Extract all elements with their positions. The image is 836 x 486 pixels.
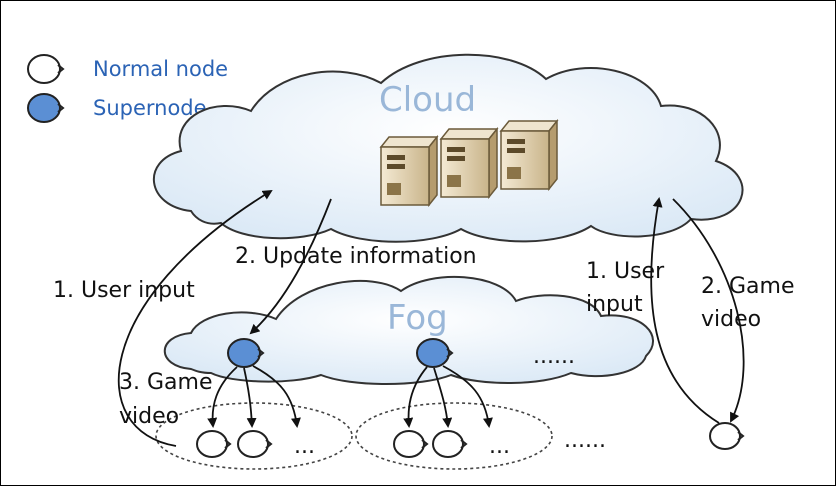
- game-video-arrow: [252, 365, 301, 428]
- legend: Normal node Supernode: [27, 54, 228, 123]
- cluster-more-ellipsis: ...: [294, 434, 315, 459]
- normal-node: [393, 430, 429, 458]
- normal-node: [237, 430, 273, 458]
- cluster-more-ellipsis: ...: [489, 434, 510, 459]
- label-game-video-right-line2: video: [701, 307, 761, 332]
- legend-normal-node-label: Normal node: [93, 57, 228, 81]
- supernode: [416, 338, 454, 368]
- normal-node: [432, 430, 468, 458]
- label-user-input-right-line1: 1. User: [586, 259, 665, 284]
- user-input-arrow-left: [118, 189, 273, 447]
- normal-node: [196, 430, 232, 458]
- label-update-information: 2. Update information: [235, 244, 477, 269]
- player-cluster: [355, 402, 553, 470]
- label-user-input-left: 1. User input: [53, 278, 195, 303]
- clusters-more-ellipsis: ......: [564, 428, 606, 453]
- game-video-arrow: [403, 366, 428, 428]
- normal-node: [709, 422, 745, 450]
- game-video-arrow: [442, 365, 493, 428]
- server-icon: [439, 126, 499, 200]
- player-cluster: [155, 402, 353, 470]
- user-input-arrow-right: [650, 197, 720, 424]
- game-video-arrow: [433, 367, 453, 428]
- label-game-video-left-line1: 3. Game: [119, 370, 212, 395]
- server-icon: [499, 118, 559, 192]
- label-game-video-left-line2: video: [119, 404, 179, 429]
- fog-title: Fog: [387, 298, 448, 338]
- legend-supernode-label: Supernode: [93, 96, 207, 120]
- game-video-arrow: [207, 366, 238, 428]
- game-video-arrow-right: [672, 198, 745, 423]
- server-icon: [379, 134, 439, 208]
- label-game-video-right-line1: 2. Game: [701, 274, 794, 299]
- update-information-arrow: [249, 198, 332, 335]
- game-video-arrow: [243, 367, 257, 428]
- label-user-input-right-line2: input: [586, 292, 643, 317]
- fog-more-ellipsis: ......: [533, 344, 575, 369]
- supernode: [227, 338, 265, 368]
- legend-supernode-icon: [27, 93, 65, 123]
- legend-normal-node-icon: [27, 54, 65, 84]
- cloud-title: Cloud: [379, 80, 476, 120]
